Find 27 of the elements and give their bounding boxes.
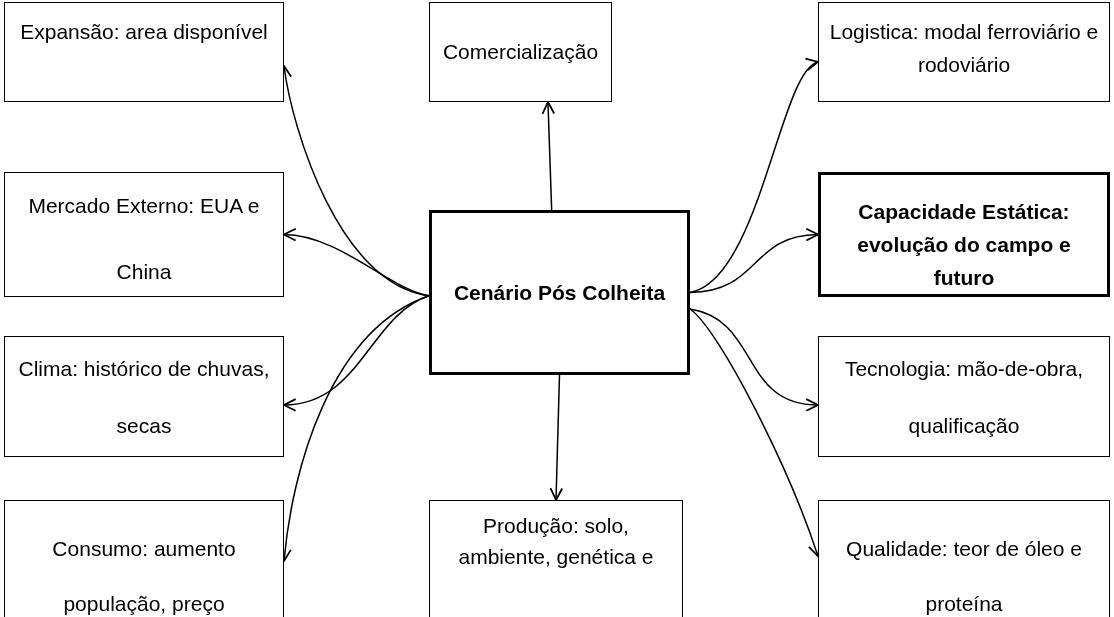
- topic-box: [4, 172, 284, 297]
- topic-box: [4, 336, 284, 457]
- topic-text: Tecnologia: mão-de-obra, qualificação: [843, 355, 1085, 439]
- topic-text: Capacidade Estática: evolução do campo e futuro: [856, 199, 1072, 291]
- arrow: [541, 101, 556, 211]
- topic-text: Clima: histórico de chuvas, secas: [17, 355, 271, 439]
- topic-box: [818, 500, 1110, 617]
- topic-box: [4, 500, 284, 617]
- topic-box: [429, 500, 683, 617]
- topic-text: Produção: solo, ambiente, genética e: [457, 513, 655, 570]
- topic-text: Qualidade: teor de óleo e proteína: [845, 536, 1083, 617]
- arrow: [689, 228, 819, 294]
- arrow: [283, 228, 430, 297]
- topic-text: Expansão: area disponível: [20, 19, 268, 45]
- topic-text: Cenário Pós Colheita: [453, 280, 666, 306]
- topic-text: Logistica: modal ferroviário e rodoviário: [828, 19, 1100, 78]
- topic-box: [4, 2, 284, 102]
- topic-box: [818, 172, 1110, 297]
- topic-text: Consumo: aumento população, preço: [51, 536, 237, 617]
- arrow: [689, 308, 819, 411]
- topic-text: Mercado Externo: EUA e China: [27, 193, 261, 285]
- topic-text: Comercialização: [442, 39, 599, 65]
- arrow: [549, 374, 564, 501]
- topic-box: [818, 336, 1110, 457]
- topic-box: [429, 210, 690, 375]
- topic-box: [818, 2, 1110, 102]
- topic-box: [429, 2, 612, 102]
